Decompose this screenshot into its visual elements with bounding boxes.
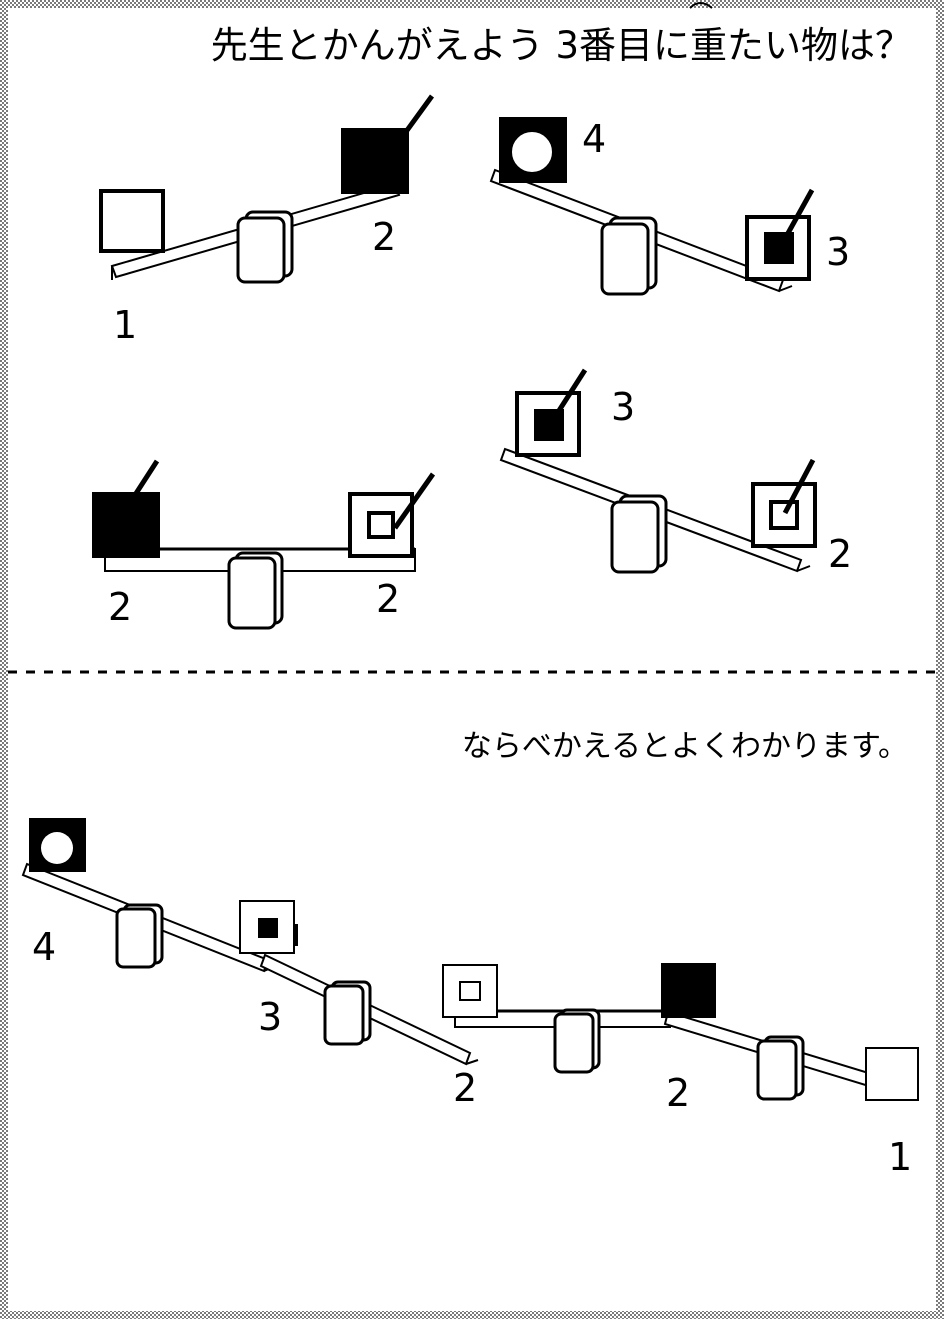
answer-caption: ならべかえるとよくわかります。 — [462, 729, 908, 764]
fulcrum — [323, 980, 372, 1046]
seesaw-b-right-label: 3 — [826, 230, 850, 274]
seesaw-c-right-label: 2 — [376, 577, 400, 621]
black-square-object — [341, 128, 409, 194]
stick-mark — [782, 458, 816, 515]
stick-mark — [392, 472, 436, 530]
framed-white-square-object — [442, 964, 498, 1018]
seesaw-a: 1 2 — [99, 94, 435, 347]
framed-white-square-object — [751, 482, 817, 548]
seesaw-d: 3 2 — [499, 368, 852, 576]
framed-black-square-object — [515, 391, 581, 457]
page-title: 先生とかんがえよう 3番目に重たい物は？ — [211, 24, 912, 67]
black-square-with-circle-object — [29, 818, 86, 872]
fulcrum — [115, 903, 164, 969]
white-square-object — [865, 1047, 919, 1101]
top-curl-mark — [689, 2, 713, 9]
fulcrum — [610, 494, 668, 574]
chain-label-5: 1 — [888, 1135, 912, 1179]
answer-chain: 4 3 2 2 1 — [21, 818, 919, 1179]
framed-black-square-object — [745, 215, 811, 281]
seesaw-a-left-label: 1 — [113, 303, 137, 347]
stick-mark — [779, 188, 815, 246]
seesaw-b-left-label: 4 — [582, 117, 606, 161]
framed-white-square-object — [348, 492, 414, 558]
white-square-object — [99, 189, 165, 253]
fulcrum — [553, 1008, 601, 1074]
seesaw-b: 4 3 — [489, 117, 850, 296]
seesaw-d-right-label: 2 — [828, 532, 852, 576]
black-square-with-circle-object — [499, 117, 567, 183]
chain-label-1: 4 — [32, 925, 56, 969]
stick-mark — [550, 368, 588, 422]
black-square-object — [92, 492, 160, 558]
seesaw-c: 2 2 — [92, 459, 436, 630]
fulcrum — [756, 1035, 805, 1101]
stick-mark — [397, 94, 435, 142]
seesaw-a-right-label: 2 — [372, 215, 396, 259]
chain-label-2: 3 — [258, 995, 282, 1039]
seesaw-c-left-label: 2 — [108, 585, 132, 629]
framed-black-square-object — [239, 900, 298, 954]
seesaw-d-left-label: 3 — [611, 385, 635, 429]
chain-label-4: 2 — [666, 1071, 690, 1115]
stick-mark — [132, 459, 160, 497]
black-square-object — [661, 963, 716, 1018]
fulcrum — [227, 551, 284, 630]
chain-label-3: 2 — [453, 1066, 477, 1110]
fulcrum — [600, 216, 658, 296]
fulcrum — [236, 210, 294, 284]
